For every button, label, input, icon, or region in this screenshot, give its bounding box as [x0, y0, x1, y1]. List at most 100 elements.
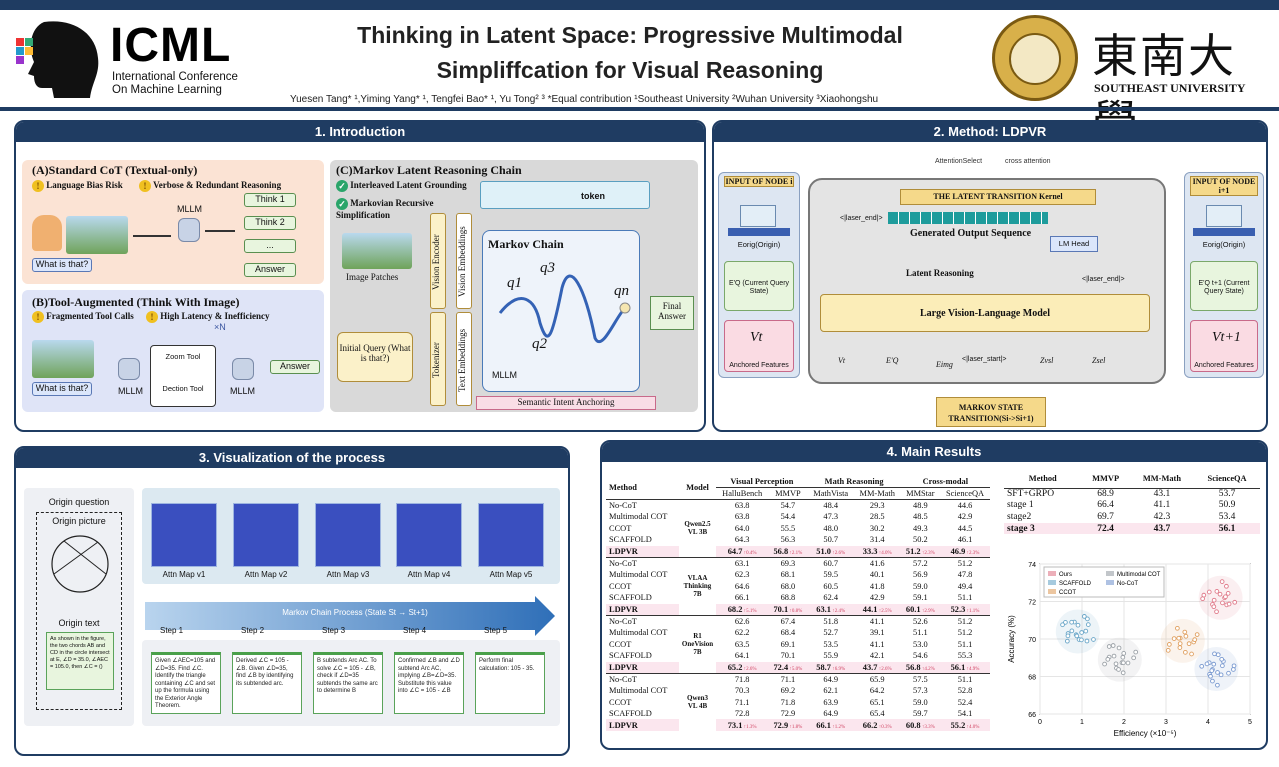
ablation-cell: 69.7 [1097, 511, 1114, 522]
attn-label-2: Attn Map v2 [244, 570, 288, 579]
value-cell: 52.4 [957, 697, 973, 707]
value-cell: 51.8 [807, 614, 854, 627]
arrow-a2 [205, 230, 235, 232]
scatter-point [1183, 633, 1189, 639]
point-interleaved: ✓ Interleaved Latent Grounding [336, 180, 481, 192]
value-cell: 64.9 [807, 672, 854, 685]
value-cell: 68.4 [780, 628, 796, 638]
value-cell: 57.5 [900, 672, 941, 685]
tokenizer: Tokenizer [430, 312, 446, 406]
main-results-table: Method Model Visual Perception Math Reas… [606, 476, 990, 732]
value-cell: 70.1 [780, 651, 796, 661]
scatter-point [1177, 641, 1183, 646]
method-cell: No-CoT [606, 672, 679, 685]
method-cell: Multimodal COT [609, 628, 668, 638]
origin-question-label: Origin question [48, 497, 110, 507]
scatter-point [1065, 633, 1071, 639]
university-seal-icon [992, 15, 1078, 101]
value-cell: 55.9 [823, 651, 839, 661]
value-cell: 44.1 ↑2.5% [853, 603, 901, 616]
method-cell: LDPVR [606, 719, 679, 732]
ablation-col: Method [1004, 470, 1082, 489]
process-label: Markov Chain Process (State St → St+1) [282, 608, 428, 617]
delta-label: ↑0.3% [877, 724, 892, 730]
q3-label: q3 [540, 260, 555, 276]
laser-end-label: <|laser_end|> [840, 215, 883, 222]
group-cross: Cross-modal [900, 476, 990, 489]
x-tick-label: 4 [1206, 719, 1210, 726]
token-zsel: Zsel [1092, 356, 1106, 365]
ablation-cell: 56.1 [1194, 522, 1260, 535]
attn-map-1 [151, 503, 217, 567]
delta-label: ↑2.3% [920, 550, 935, 556]
scatter-point [1111, 653, 1117, 659]
value-cell: 48.4 [807, 498, 854, 511]
model-cell: R1 OneVision 7B [678, 614, 717, 674]
legend-box [1043, 566, 1165, 598]
input-origin-label: Eorig(Origin) [737, 240, 781, 249]
value-cell: 41.6 [853, 556, 901, 569]
value-cell: 63.9 [823, 697, 839, 707]
delta-label: ↑4.2% [920, 666, 935, 672]
method-cell: Multimodal COT [609, 685, 668, 695]
x-axis-label: Efficiency (×10⁻⁵) [1114, 729, 1177, 738]
value-cell: 54.7 [768, 498, 808, 511]
scatter-point [1074, 633, 1080, 639]
delta-label: ↑0.4% [742, 550, 757, 556]
attn-label-4: Attn Map v4 [407, 570, 451, 579]
legend-swatch [1106, 571, 1114, 576]
markov-state-transition: MARKOV STATE TRANSITION(Si->Si+1) [936, 397, 1046, 427]
delta-label: ↑5.1% [742, 608, 757, 614]
legend-swatch [1048, 580, 1056, 585]
scatter-point [1125, 660, 1131, 666]
risk-verbose: Verbose & Redundant Reasoning [153, 180, 282, 191]
y-tick-label: 74 [1028, 562, 1036, 569]
q1-label: q1 [507, 275, 522, 291]
method-cell: CCOT [609, 697, 632, 707]
value-cell: 64.3 [734, 535, 750, 545]
value-cell: 62.6 [716, 614, 769, 627]
value-cell: 42.9 [957, 512, 973, 522]
output-origin-label: Eorig(Origin) [1202, 240, 1246, 249]
legend-label: Ours [1059, 572, 1072, 578]
mllm-label-a: MLLM [177, 204, 203, 214]
ablation-cell: 66.4 [1097, 500, 1114, 511]
method-cell: No-CoT [606, 614, 679, 627]
method-cell: LDPVR [606, 545, 679, 558]
attn-map-5 [478, 503, 544, 567]
scatter-point [1165, 648, 1171, 653]
legend-swatch [1106, 580, 1114, 585]
risk-row-b: ! Fragmented Tool Calls ! High Latency &… [32, 311, 270, 323]
risk-latency: High Latency & Inefficiency [160, 311, 270, 322]
token-eq: E'Q [886, 356, 899, 365]
delta-label: ↑1.8% [788, 724, 803, 730]
generated-seq-label: Generated Output Sequence [910, 228, 1032, 239]
q2-label: q2 [532, 336, 547, 352]
value-cell: 41.8 [869, 581, 885, 591]
method-cell: SCAFFOLD [609, 593, 652, 603]
icml-sub-line1: International Conference [112, 71, 238, 83]
value-cell: 52.3 ↑1.1% [940, 603, 990, 616]
method-cell: No-CoT [606, 498, 679, 511]
scatter-point [1085, 622, 1091, 627]
mllm-label-b1: MLLM [118, 386, 144, 396]
scatter-point [1211, 661, 1217, 667]
scatter-point [1210, 678, 1215, 684]
author-line: Yuesen Tang* ¹,Yiming Yang* ¹, Tengfei B… [290, 94, 879, 105]
ablation-cell: 43.7 [1129, 522, 1195, 535]
poster-title: Thinking in Latent Space: Progressive Mu… [280, 18, 980, 88]
image-icon [740, 205, 776, 227]
think-2-node: Think 2 [244, 216, 296, 230]
legend-cross: cross attention [1005, 158, 1051, 165]
value-cell: 48.9 [900, 498, 941, 511]
delta-label: ↑4.0% [965, 724, 980, 730]
step-4-card: Confirmed ∠B and ∠D subtend Arc AC, impl… [394, 652, 464, 714]
method-cell: SCAFFOLD [609, 535, 652, 545]
